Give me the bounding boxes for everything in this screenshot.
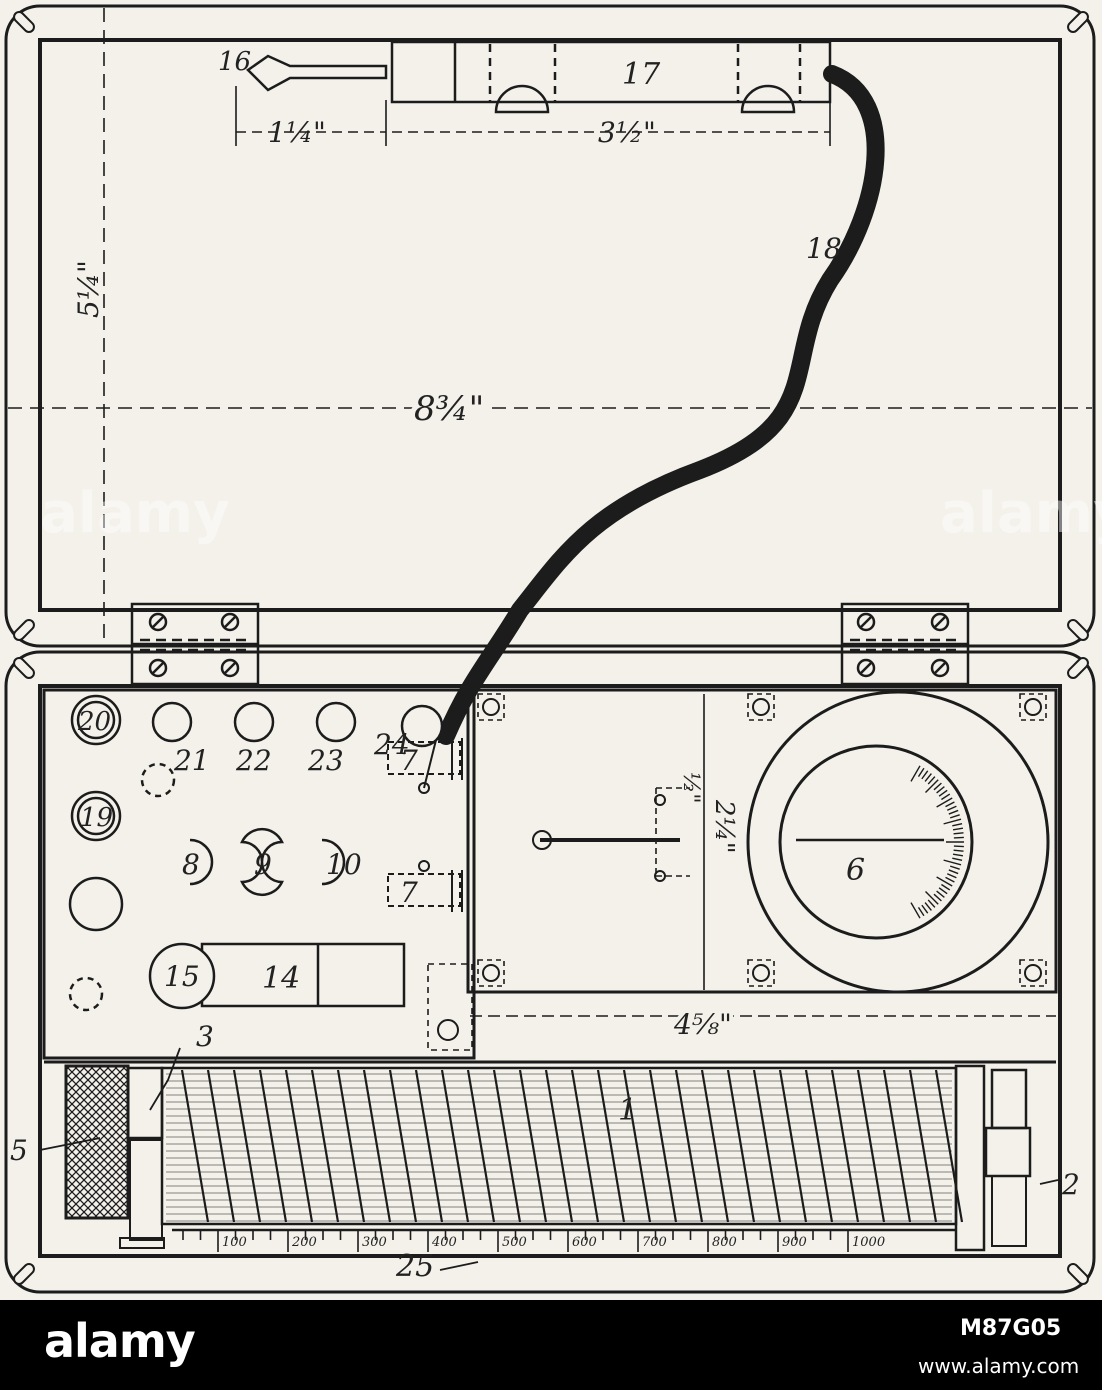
label-23: 23 — [307, 744, 344, 777]
dimension-meter-panel-width: 4⅝" — [673, 1008, 732, 1041]
label-15: 15 — [164, 960, 200, 993]
left-hinge — [130, 602, 260, 686]
terminals — [68, 694, 444, 1012]
scale-label: 600 — [572, 1235, 597, 1250]
dimension-case-width: 8¾" — [414, 389, 484, 429]
label-17: 17 — [622, 57, 661, 92]
meter-panel — [427, 688, 1058, 1051]
dimension-meter-panel-height: 2¼" — [709, 799, 739, 854]
watermark-right: alamy — [940, 481, 1102, 546]
dimension-handle-length: 3½" — [598, 116, 656, 149]
scale-label: 200 — [291, 1235, 317, 1250]
label-5: 5 — [10, 1134, 28, 1167]
label-21: 21 — [173, 744, 210, 777]
label-25: 25 — [395, 1249, 434, 1284]
label-7-bottom: 7 — [400, 876, 418, 909]
scale-label: 900 — [782, 1235, 807, 1250]
label-22: 22 — [235, 744, 272, 777]
label-3: 3 — [196, 1020, 214, 1053]
stock-footer: alamy M87G05 www.alamy.com — [0, 1300, 1102, 1390]
scale-label: 500 — [502, 1235, 527, 1250]
scale-ticks — [182, 1230, 849, 1252]
scale-label: 800 — [712, 1235, 737, 1250]
label-20: 20 — [77, 707, 111, 737]
right-hinge — [840, 602, 970, 686]
label-16: 16 — [218, 47, 251, 77]
scale-label: 400 — [431, 1235, 457, 1250]
brand-logo[interactable]: alamy — [44, 1314, 196, 1368]
test-prod — [246, 40, 832, 114]
label-14: 14 — [262, 961, 300, 996]
label-19: 19 — [80, 803, 113, 833]
scale-labels: 100 200 300 400 500 600 700 800 900 1000 — [222, 1235, 885, 1250]
label-18: 18 — [806, 232, 842, 265]
leader-lines — [39, 1047, 1059, 1271]
label-24: 24 — [373, 728, 410, 761]
site-link[interactable]: www.alamy.com — [918, 1354, 1080, 1378]
watermark-left: alamy — [40, 481, 230, 546]
dimension-lid-height: 5¼" — [72, 260, 105, 318]
dimension-lines — [8, 8, 1092, 1017]
label-6: 6 — [846, 853, 865, 888]
label-9: 9 — [254, 848, 272, 881]
label-2: 2 — [1061, 1168, 1080, 1201]
case-base — [4, 650, 1096, 1294]
meter-dial — [746, 690, 1050, 994]
label-8: 8 — [182, 848, 200, 881]
label-7-top: 7 — [400, 744, 418, 777]
scale-label: 100 — [222, 1235, 247, 1250]
dimension-contact-spacing: ½" — [678, 772, 703, 803]
scale-label: 300 — [362, 1235, 387, 1250]
spring-contacts — [387, 738, 463, 912]
rheostat-roller — [44, 1060, 1056, 1252]
corner-rivets — [13, 11, 1089, 1285]
case-lid — [4, 4, 1096, 648]
label-10: 10 — [326, 848, 362, 881]
dimension-tip-length: 1¼" — [268, 116, 326, 149]
label-1: 1 — [618, 1093, 637, 1128]
scale-label: 1000 — [852, 1235, 885, 1250]
image-id: M87G05 — [960, 1316, 1062, 1341]
scale-label: 700 — [642, 1235, 667, 1250]
